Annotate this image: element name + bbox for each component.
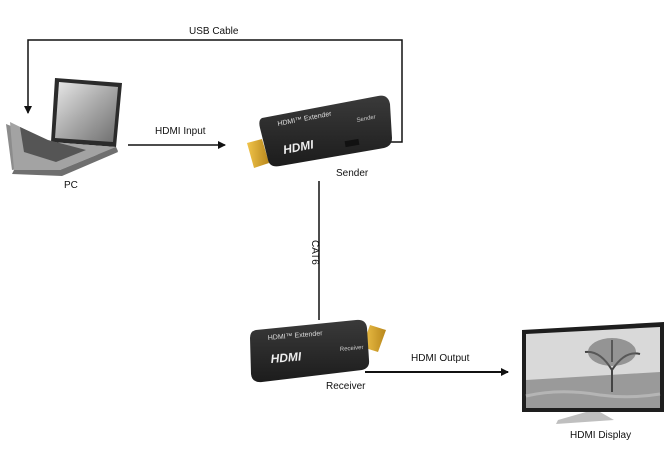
usb-cable-label: USB Cable xyxy=(189,26,239,37)
receiver-logo-text: HDMI xyxy=(270,349,302,366)
sender-device: HDMI™ Extender HDMI Sender xyxy=(247,95,392,168)
hdmi-input-label: HDMI Input xyxy=(155,126,206,137)
sender-side-text: Sender xyxy=(356,114,376,124)
sender-label: Sender xyxy=(336,168,369,179)
receiver-side-text: Receiver xyxy=(340,345,364,353)
cat6-label: CAT6 xyxy=(309,240,320,265)
laptop-icon xyxy=(6,78,122,176)
monitor-icon xyxy=(522,322,664,424)
sender-logo-text: HDMI xyxy=(282,137,315,157)
pc-label: PC xyxy=(64,180,78,191)
hdmi-output-label: HDMI Output xyxy=(411,353,470,364)
receiver-title-text: HDMI™ Extender xyxy=(268,330,324,342)
hdmi-display-label: HDMI Display xyxy=(570,430,632,441)
usb-cable-line xyxy=(24,39,403,143)
receiver-device: HDMI™ Extender HDMI Receiver xyxy=(250,319,386,383)
receiver-label: Receiver xyxy=(326,381,366,392)
